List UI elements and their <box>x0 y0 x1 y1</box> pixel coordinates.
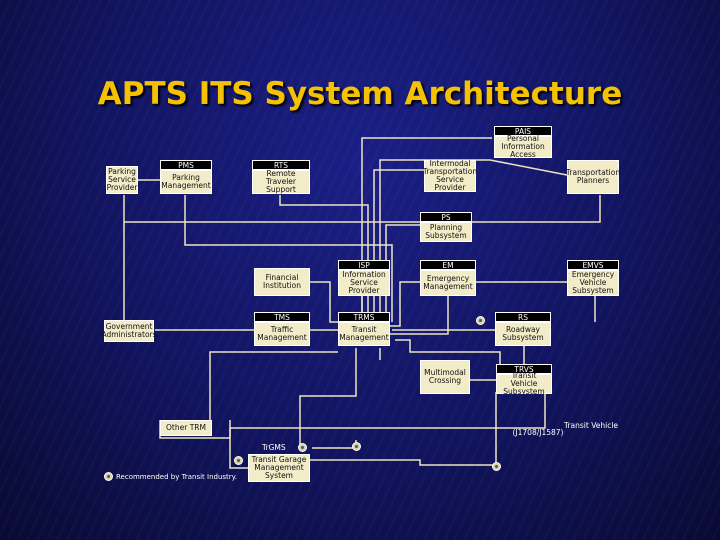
legend-gear-icon <box>104 472 113 481</box>
em-box: Emergency Management <box>420 270 476 296</box>
rts-box: Remote Traveler Support <box>252 170 310 194</box>
rs-gear-icon <box>476 316 485 325</box>
j1708-label: (J1708/J1587) <box>512 428 564 437</box>
trgms-header: TrGMS <box>262 443 286 452</box>
trms-gear-icon <box>352 442 361 451</box>
trms-box: Transit Management <box>338 322 390 346</box>
pias-header: PAIS <box>494 126 552 136</box>
emvs-header: EMVS <box>567 260 619 270</box>
trms-header: TRMS <box>338 312 390 322</box>
em-header: EM <box>420 260 476 270</box>
slide-title: APTS ITS System Architecture <box>97 76 623 112</box>
pms-box: Parking Management <box>160 170 212 194</box>
intermodal-provider-box: Intermodal Transportation Service Provid… <box>422 159 478 192</box>
emvs-box: Emergency Vehicle Subsystem <box>567 270 619 296</box>
rs-box: Roadway Subsystem <box>495 322 551 346</box>
trgms-box: Transit Garage Management System <box>248 454 310 482</box>
trvs-header: TRVS <box>496 364 552 374</box>
trvs-box: Transit Vehicle Subsystem <box>496 372 552 396</box>
ps-header: PS <box>420 212 472 222</box>
other-trm-box: Other TRM <box>160 420 212 436</box>
pias-box: Personal Information Access <box>494 135 552 159</box>
parking-service-provider-box: Parking Service Provider <box>106 166 138 194</box>
multimodal-crossing-box: Multimodal Crossing <box>420 360 470 394</box>
tms-header: TMS <box>254 312 310 322</box>
pms-header: PMS <box>160 160 212 170</box>
government-administrators-box: Government Administrators <box>101 320 157 342</box>
legend-label: Recommended by Transit Industry. <box>116 473 238 481</box>
transportation-planners-box: Transportation Planners <box>566 160 620 194</box>
tms-box: Traffic Management <box>254 322 310 346</box>
isp-box: Information Service Provider <box>338 270 390 296</box>
trgms-gear-icon <box>298 443 307 452</box>
ps-box: Planning Subsystem <box>420 222 472 242</box>
isp-header: ISP <box>338 260 390 270</box>
transit-vehicle-label: Transit Vehicle <box>563 421 619 430</box>
financial-institution-box: Financial Institution <box>254 268 310 296</box>
rs-header: RS <box>495 312 551 322</box>
rts-header: RTS <box>252 160 310 170</box>
transit-vehicle-gear-icon <box>492 462 501 471</box>
other-trm-gear-icon <box>234 456 243 465</box>
